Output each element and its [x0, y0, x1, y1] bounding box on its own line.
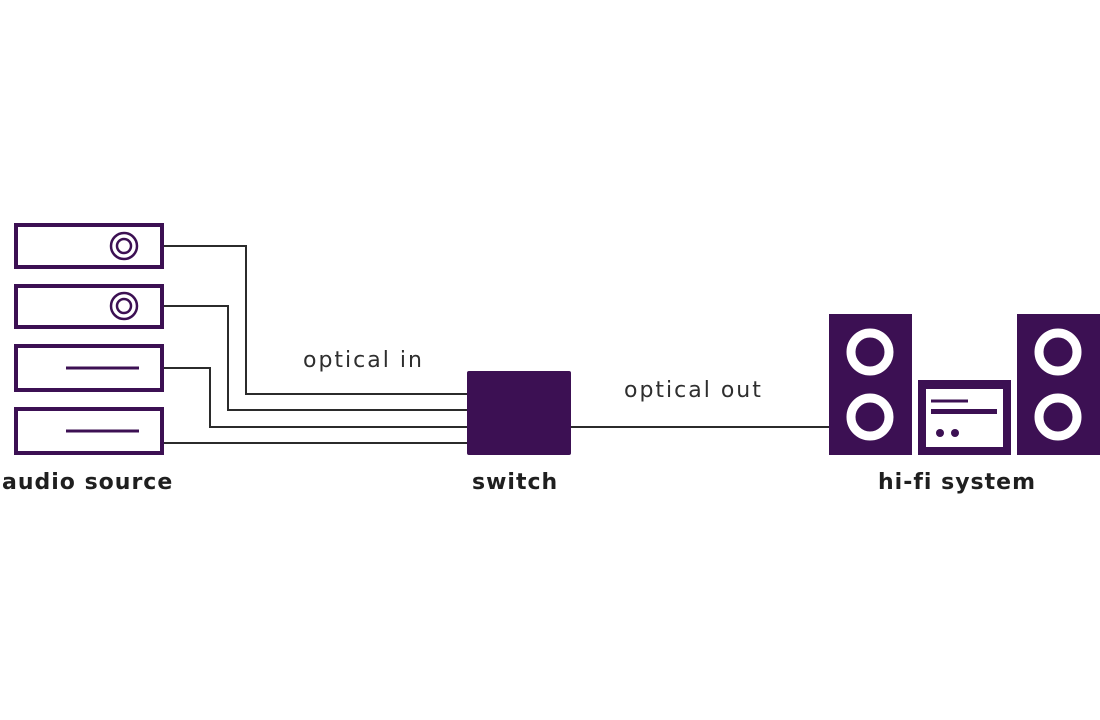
woofer-icon	[846, 393, 894, 441]
hifi-system	[829, 314, 1100, 455]
disc-icon	[109, 291, 139, 321]
audio-source-stack	[14, 223, 164, 455]
hifi-system-label: hi-fi system	[878, 470, 1036, 495]
audio-source-device-1	[14, 223, 164, 269]
audio-source-device-2	[14, 284, 164, 329]
knob-icon	[951, 429, 959, 437]
switch-box	[467, 371, 571, 455]
woofer-icon	[846, 328, 894, 376]
audio-source-label: audio source	[2, 470, 174, 495]
knob-icon	[936, 429, 944, 437]
speaker-right	[1017, 314, 1100, 455]
cable-source-2	[163, 305, 467, 411]
audio-source-device-4	[14, 407, 164, 455]
optical-out-label: optical out	[624, 378, 763, 403]
disc-icon	[109, 231, 139, 261]
optical-in-cables	[163, 245, 467, 444]
woofer-icon	[1034, 328, 1082, 376]
cable-source-3	[163, 367, 467, 428]
optical-in-label: optical in	[303, 348, 424, 373]
cable-source-1	[163, 245, 467, 395]
speaker-left	[829, 314, 912, 455]
amplifier-unit	[918, 380, 1011, 455]
woofer-icon	[1034, 393, 1082, 441]
audio-source-device-3	[14, 344, 164, 392]
switch-label: switch	[472, 470, 559, 495]
